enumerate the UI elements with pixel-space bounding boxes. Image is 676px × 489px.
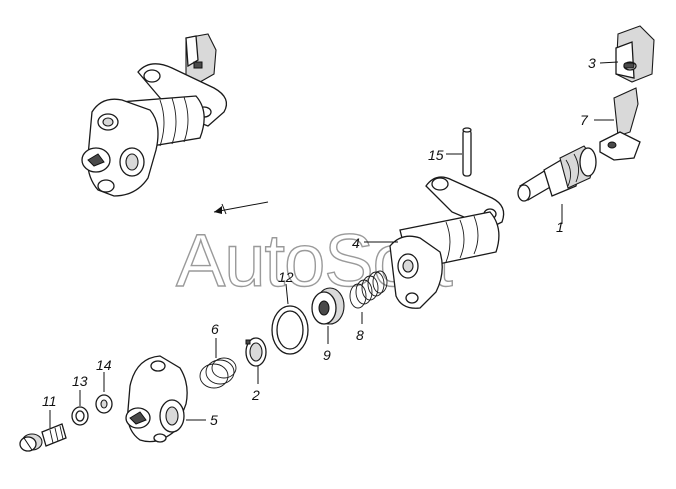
part-3-cap — [615, 25, 655, 83]
callout-5: 5 — [210, 412, 218, 428]
part-1-plunger — [517, 145, 597, 202]
callout-6: 6 — [211, 321, 219, 337]
callout-12: 12 — [278, 269, 294, 285]
part-9-bushing — [311, 287, 345, 325]
callout-8: 8 — [356, 327, 364, 343]
assembled-valve — [81, 33, 228, 197]
leader-lines — [49, 61, 619, 428]
part-4-body — [389, 176, 505, 309]
part-14-washer — [95, 394, 113, 414]
callout-15: 15 — [428, 147, 444, 163]
callout-9: 9 — [323, 347, 331, 363]
callout-11: 11 — [42, 393, 57, 409]
callout-14: 14 — [96, 357, 112, 373]
part-15-pin — [462, 127, 472, 177]
callout-4: 4 — [352, 235, 360, 251]
part-2-retaining-ring — [245, 337, 267, 367]
callout-13: 13 — [72, 373, 88, 389]
direction-arrow — [213, 201, 269, 215]
callout-1: 1 — [556, 219, 564, 235]
part-8-spring — [349, 270, 388, 309]
callout-3: 3 — [588, 55, 596, 71]
part-11-screw — [19, 423, 67, 452]
part-12-o-ring — [271, 305, 309, 355]
part-13-washer — [71, 406, 89, 426]
callout-2: 2 — [251, 387, 260, 403]
part-5-housing — [125, 355, 188, 443]
part-6-spring-ring — [199, 357, 237, 389]
part-7-lever — [599, 87, 641, 161]
callout-7: 7 — [580, 112, 589, 128]
